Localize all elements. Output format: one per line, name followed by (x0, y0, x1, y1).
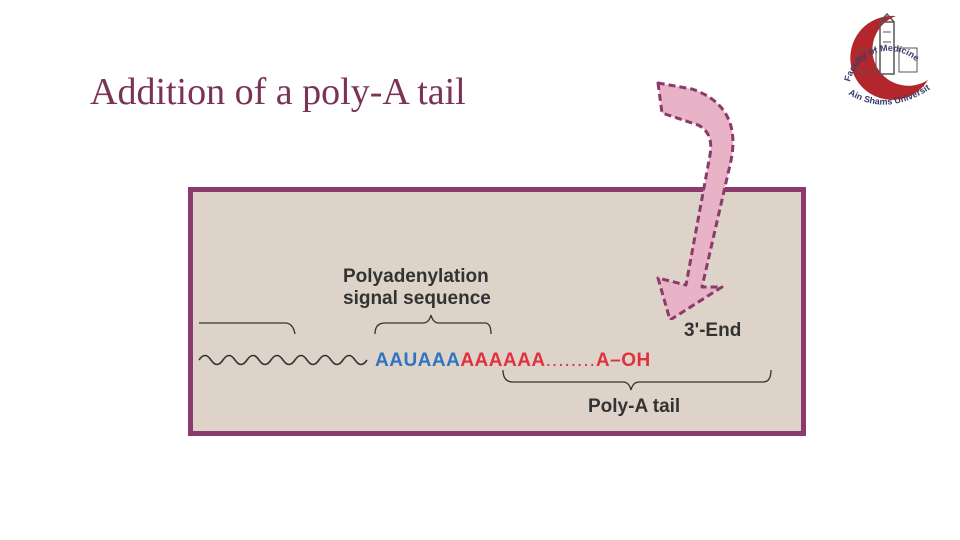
crescent-icon (850, 15, 928, 100)
poly-a-tail-label: Poly-A tail (588, 396, 681, 417)
signal-label-line2: signal sequence (343, 288, 491, 309)
upstream-bracket (199, 322, 296, 335)
poly-a-run: AAAAAA (460, 350, 546, 371)
gap-dots: ........ (545, 350, 596, 371)
sequence-row: AAUAAAAAAAAA........A–OH (375, 350, 651, 371)
mrna-wavy-line (198, 354, 368, 366)
three-prime-end-label: 3'-End (684, 320, 742, 341)
poly-a-bracket (502, 369, 772, 391)
curved-arrow-icon (656, 81, 735, 320)
callout-arrow (656, 81, 735, 320)
signal-sequence: AAUAAA (375, 350, 461, 371)
university-logo: Faculty of Medicine Ain Shams University (836, 10, 931, 107)
signal-sequence-bracket (374, 314, 492, 335)
terminal-oh: OH (621, 350, 651, 371)
figure-graphics (198, 314, 772, 391)
tower-icon (879, 21, 895, 75)
signal-label-line1: Polyadenylation (343, 266, 489, 287)
terminal-a: A (595, 350, 611, 371)
slide-title: Addition of a poly-A tail (90, 71, 466, 113)
